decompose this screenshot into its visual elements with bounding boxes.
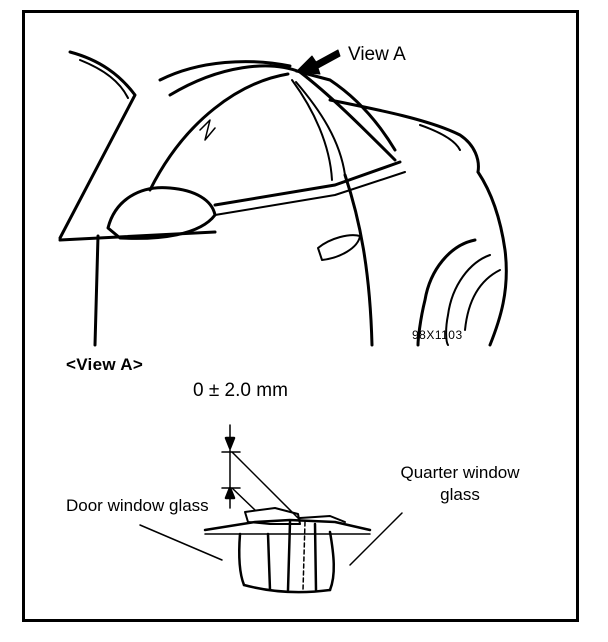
car-body-outline bbox=[58, 50, 508, 347]
door-window-glass-label: Door window glass bbox=[66, 496, 209, 515]
part-number-label: 98X1103 bbox=[412, 328, 463, 342]
view-a-heading: <View A> bbox=[66, 355, 144, 374]
view-a-callout-label: View A bbox=[348, 44, 406, 65]
figure-border bbox=[22, 10, 579, 622]
quarter-window-glass-label: Quarter window glass bbox=[400, 463, 520, 504]
tolerance-label: 0 ± 2.0 mm bbox=[193, 380, 288, 401]
detail-view-a bbox=[139, 424, 403, 594]
view-a-arrow bbox=[295, 49, 341, 75]
